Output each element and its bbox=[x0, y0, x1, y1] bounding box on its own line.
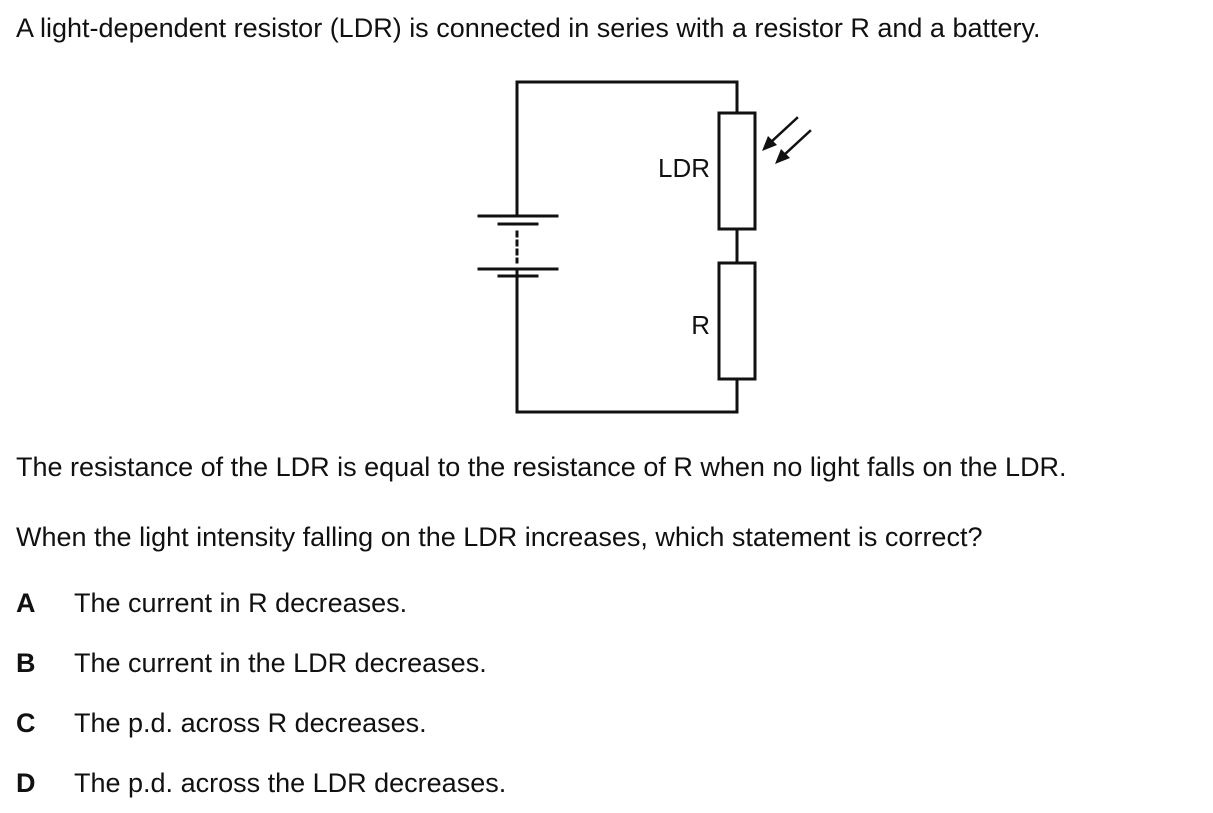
light-arrow-2-shaft bbox=[781, 129, 812, 158]
option-letter: D bbox=[16, 768, 36, 798]
option-d[interactable]: D The p.d. across the LDR decreases. bbox=[16, 767, 506, 799]
resistor-label: R bbox=[691, 310, 710, 340]
option-a[interactable]: A The current in R decreases. bbox=[16, 587, 407, 619]
question-intro: A light-dependent resistor (LDR) is conn… bbox=[16, 13, 1041, 43]
option-letter: A bbox=[16, 588, 36, 618]
light-arrow-1-head bbox=[762, 136, 777, 151]
circuit-wire-top-left bbox=[515, 80, 739, 218]
ldr-symbol bbox=[717, 111, 757, 231]
resistor-symbol bbox=[717, 261, 757, 381]
option-text: The current in the LDR decreases. bbox=[74, 648, 487, 678]
option-b[interactable]: B The current in the LDR decreases. bbox=[16, 647, 487, 679]
question-statement: The resistance of the LDR is equal to th… bbox=[16, 452, 1067, 482]
light-arrow-1-shaft bbox=[768, 116, 799, 145]
question-prompt: When the light intensity falling on the … bbox=[16, 522, 983, 552]
option-letter: B bbox=[16, 648, 36, 678]
circuit-wire-bottom bbox=[515, 267, 739, 414]
option-text: The current in R decreases. bbox=[74, 588, 408, 618]
option-text: The p.d. across the LDR decreases. bbox=[74, 768, 507, 798]
light-arrow-2-head bbox=[775, 149, 790, 164]
option-letter: C bbox=[16, 708, 36, 738]
option-text: The p.d. across R decreases. bbox=[74, 708, 427, 738]
circuit-diagram: LDR R bbox=[477, 80, 812, 414]
option-c[interactable]: C The p.d. across R decreases. bbox=[16, 707, 427, 739]
ldr-label: LDR bbox=[658, 153, 710, 183]
